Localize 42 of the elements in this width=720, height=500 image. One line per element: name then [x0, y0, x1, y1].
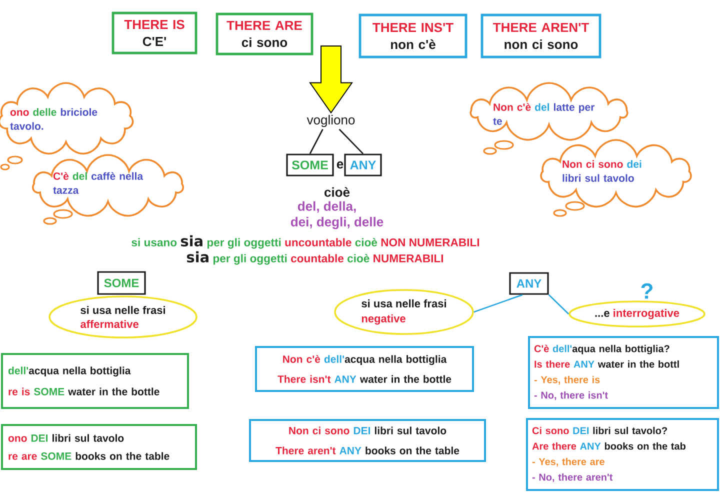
phrase-box: THERE IS C'E' — [112, 12, 198, 54]
text-label: del, della, — [298, 201, 356, 213]
thought-cloud: Non ci sono dei libri sul tavolo — [540, 139, 692, 217]
text-label: e — [336, 161, 344, 169]
label: NUMERABILI — [374, 254, 443, 262]
phrase-box: THERE ARE ci sono — [216, 12, 314, 56]
text-label: dei, degli, delle — [290, 216, 384, 230]
label: per gli oggetti — [207, 238, 281, 249]
example-box: C'è dell'aqua nella bottiglia? Is there ANY water in the bottl - Yes, there is - No, there isn't — [528, 336, 719, 409]
connector-line — [338, 128, 364, 154]
label: uncountable — [285, 238, 352, 246]
label: sia — [186, 251, 208, 263]
phrase-box: THERE AREN'T non ci sono — [480, 14, 602, 58]
label: countable — [291, 254, 344, 262]
block-arrow — [309, 46, 353, 114]
label: si usano — [132, 238, 177, 246]
connector-line — [548, 294, 570, 314]
connector-line — [309, 128, 324, 154]
example-box: Non c'è dell'acqua nella bottiglia There isn't ANY water in the bottle — [255, 346, 474, 392]
question-mark: ? — [641, 283, 652, 299]
thought-cloud: C'è del caffè nella tazza — [32, 154, 184, 225]
text-label: vogliono — [306, 114, 355, 128]
connector-line — [474, 294, 523, 313]
text-line: sia per gli oggetti countable cioè NUMERABILI — [186, 251, 443, 265]
example-box: Non ci sono DEI libri sul tavolo There aren't ANY books on the table — [249, 419, 486, 462]
thought-cloud: Non c'è del latte per te — [470, 82, 628, 155]
thought-cloud: ono delle briciole tavolo. — [0, 82, 134, 170]
keyword-box: SOME — [286, 154, 334, 176]
label: per gli oggetti — [213, 254, 287, 265]
label: cioè — [355, 238, 378, 246]
keyword-box: SOME — [97, 271, 146, 295]
keyword-box: ANY — [509, 272, 549, 295]
example-box: ono DEI libri sul tavolo re are SOME books on the table — [1, 424, 197, 470]
label: cioè — [348, 254, 370, 262]
example-box: dell'acqua nella bottiglia re is SOME water in the bottle — [1, 353, 189, 409]
example-box: Ci sono DEI libri sul tavolo? Are there ANY books on the tab - Yes, there are - No, there aren't — [526, 418, 719, 491]
keyword-box: ANY — [344, 154, 382, 176]
text-line: si usano sia per gli oggetti uncountable cioè NON NUMERABILI — [132, 235, 480, 249]
label: NON NUMERABILI — [381, 238, 480, 246]
text-label: cioè — [324, 187, 350, 197]
label: sia — [180, 235, 202, 247]
phrase-box: THERE INS'T non c'è — [358, 14, 468, 58]
